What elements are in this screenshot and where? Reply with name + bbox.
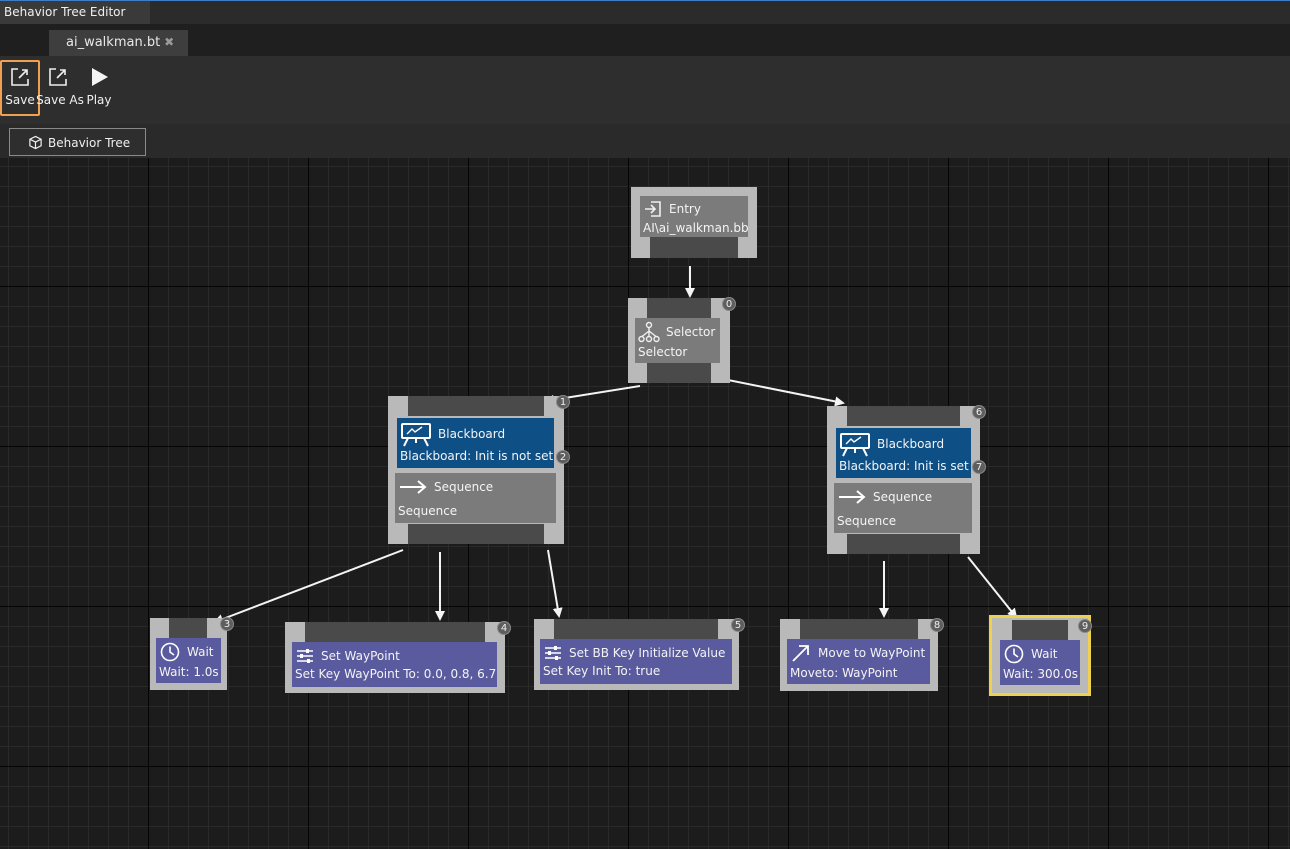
- set-bb-key-node[interactable]: 5 Set BB Key Initialize Value Set Key In…: [534, 618, 745, 690]
- wait1-detail: Wait: 1.0s: [159, 665, 219, 679]
- graph-canvas[interactable]: [0, 158, 1290, 849]
- clock-icon: [1004, 644, 1024, 664]
- wait2-badge: 9: [1078, 619, 1092, 633]
- sliders-icon: [297, 649, 313, 663]
- blackboard-right-detail: Blackboard: Init is set: [839, 459, 969, 473]
- selector-badge: 0: [722, 297, 736, 311]
- wait2-title: Wait: [1031, 647, 1058, 661]
- edge-seq-right-wait2: [967, 556, 1018, 619]
- move-to-input-handle[interactable]: [800, 619, 918, 639]
- set-bb-key-input-handle[interactable]: [554, 619, 718, 639]
- sequence-right-detail: Sequence: [837, 514, 897, 528]
- sequence-right-title: Sequence: [873, 490, 933, 504]
- entry-icon: [645, 201, 661, 217]
- behavior-tree-label: Behavior Tree: [48, 136, 131, 150]
- wait1-input-handle[interactable]: [169, 618, 207, 638]
- blackboard-decorator-left[interactable]: Blackboard Blackboard: Init is not set: [397, 418, 554, 468]
- move-to-title: Move to WayPoint: [818, 646, 926, 660]
- sequence-right-input-handle[interactable]: [847, 406, 960, 426]
- document-tab-label: ai_walkman.bt: [66, 35, 161, 50]
- save-label: Save: [5, 93, 35, 107]
- move-to-badge: 8: [930, 618, 944, 632]
- view-bar: Behavior Tree: [0, 124, 1290, 158]
- selector-input-handle[interactable]: [647, 298, 711, 318]
- move-to-waypoint-node[interactable]: 8 Move to WayPoint Moveto: WayPoint: [780, 618, 944, 691]
- blackboard-left-detail: Blackboard: Init is not set: [400, 449, 554, 463]
- sequence-left-input-handle[interactable]: [408, 396, 544, 416]
- tab-strip: ai_walkman.bt✖: [0, 24, 1290, 56]
- save-as-button[interactable]: Save As: [36, 60, 84, 116]
- save-button[interactable]: Save: [0, 60, 40, 116]
- blackboard-left-badge: 2: [556, 450, 570, 464]
- entry-detail: AI\ai_walkman.bb: [643, 221, 749, 235]
- window-title: Behavior Tree Editor: [0, 1, 150, 24]
- edge-seq-left-set-bb-key: [547, 549, 563, 618]
- set-bb-key-detail: Set Key Init To: true: [543, 664, 661, 678]
- play-label: Play: [86, 93, 112, 107]
- selector-icon: [638, 321, 660, 343]
- arrow-right-icon: [839, 490, 866, 504]
- save-icon: [11, 68, 29, 86]
- sequence-left-title: Sequence: [434, 480, 494, 494]
- set-waypoint-detail: Set Key WayPoint To: 0.0, 0.8, 6.7: [295, 667, 497, 681]
- save-as-label: Save As: [36, 93, 84, 107]
- arrow-up-right-icon: [792, 645, 809, 662]
- blackboard-icon: [401, 423, 431, 447]
- wait1-badge: 3: [220, 617, 234, 631]
- edge-seq-left-wait1: [213, 549, 404, 624]
- toolbar: Save Save As Play: [0, 56, 1290, 124]
- document-tab[interactable]: ai_walkman.bt✖: [49, 30, 188, 56]
- blackboard-decorator-right[interactable]: Blackboard Blackboard: Init is set: [836, 428, 971, 478]
- entry-title: Entry: [669, 202, 701, 216]
- save-as-icon: [49, 68, 67, 86]
- entry-output-handle[interactable]: [650, 237, 738, 258]
- clock-icon: [160, 642, 180, 662]
- set-waypoint-title: Set WayPoint: [321, 649, 400, 663]
- selector-title: Selector: [666, 325, 716, 339]
- wait1-title: Wait: [187, 645, 214, 659]
- set-waypoint-badge: 4: [497, 621, 511, 635]
- sequence-left-detail: Sequence: [398, 504, 458, 518]
- selector-node[interactable]: 0 Selector Selector: [628, 297, 736, 383]
- title-bar: Behavior Tree Editor: [0, 0, 1290, 24]
- sequence-right-output-handle[interactable]: [847, 534, 960, 554]
- behavior-tree-button[interactable]: Behavior Tree: [9, 128, 146, 156]
- blackboard-right-badge: 7: [972, 460, 986, 474]
- set-bb-key-badge: 5: [731, 618, 745, 632]
- sequence-right-badge: 6: [972, 405, 986, 419]
- arrow-right-icon: [400, 480, 427, 494]
- selector-detail: Selector: [638, 345, 688, 359]
- selector-output-handle[interactable]: [647, 363, 711, 383]
- set-waypoint-node[interactable]: 4 Set WayPoint Set Key WayPoint To: 0.0,…: [285, 621, 511, 693]
- blackboard-icon: [840, 433, 870, 457]
- sequence-left-output-handle[interactable]: [408, 524, 544, 544]
- play-icon: [92, 68, 108, 86]
- move-to-detail: Moveto: WayPoint: [790, 666, 898, 680]
- sequence-node-left[interactable]: 1 Blackboard Blackboard: Init is not set…: [388, 395, 570, 544]
- sequence-left-badge: 1: [556, 395, 570, 409]
- entry-node[interactable]: Entry AI\ai_walkman.bb: [631, 187, 757, 258]
- set-bb-key-title: Set BB Key Initialize Value: [569, 646, 726, 660]
- wait2-detail: Wait: 300.0s: [1003, 667, 1078, 681]
- cube-icon: [29, 135, 42, 150]
- close-icon[interactable]: ✖: [164, 35, 175, 49]
- sequence-composite-left[interactable]: Sequence Sequence: [395, 473, 556, 523]
- play-button[interactable]: Play: [84, 60, 114, 116]
- wait-node-2[interactable]: 9 Wait Wait: 300.0s: [989, 615, 1092, 696]
- wait-node-1[interactable]: 3 Wait Wait: 1.0s: [150, 617, 234, 690]
- sequence-node-right[interactable]: 6 Blackboard Blackboard: Init is set 7 S…: [827, 405, 986, 554]
- sequence-composite-right[interactable]: Sequence Sequence: [834, 483, 972, 533]
- blackboard-left-title: Blackboard: [438, 427, 506, 441]
- edge-selector-seq-right: [717, 377, 845, 407]
- set-waypoint-input-handle[interactable]: [305, 622, 485, 642]
- sliders-icon: [545, 646, 561, 660]
- blackboard-right-title: Blackboard: [877, 437, 945, 451]
- wait2-input-handle[interactable]: [1012, 620, 1068, 640]
